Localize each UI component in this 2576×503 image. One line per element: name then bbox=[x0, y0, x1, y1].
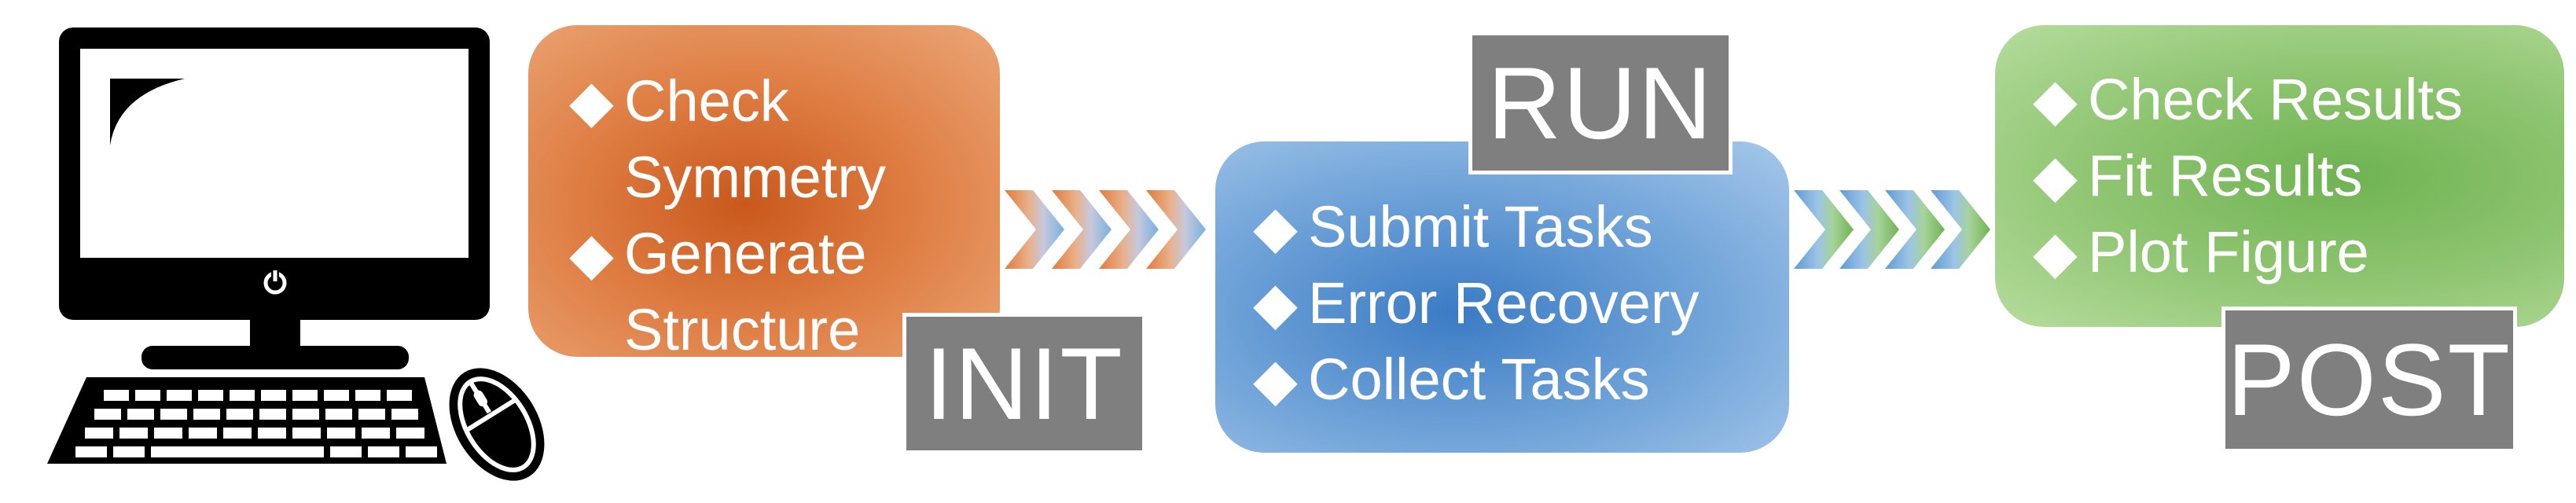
power-icon bbox=[263, 269, 287, 295]
stage-item-text: Check bbox=[624, 68, 789, 134]
stage-item: ◆ Fit Results bbox=[2033, 138, 2463, 214]
diamond-bullet-icon: ◆ bbox=[1253, 270, 1298, 336]
stage-box-run: ◆ Submit Tasks ◆ Error Recovery ◆ Collec… bbox=[1215, 141, 1789, 453]
mouse-icon bbox=[449, 368, 545, 481]
chevron-arrows-icon bbox=[1794, 190, 1990, 269]
stage-item: Symmetry bbox=[569, 139, 886, 215]
stage-item: ◆ Collect Tasks bbox=[1253, 341, 1700, 417]
stage-item: ◆ Plot Figure bbox=[2033, 214, 2463, 290]
stage-items-run: ◆ Submit Tasks ◆ Error Recovery ◆ Collec… bbox=[1253, 189, 1700, 417]
diamond-bullet-icon: ◆ bbox=[569, 221, 614, 286]
stage-item: ◆ Check Results bbox=[2033, 61, 2463, 138]
keyboard-icon bbox=[47, 377, 446, 464]
stage-item-text: Error Recovery bbox=[1308, 270, 1700, 336]
stage-item: ◆ Submit Tasks bbox=[1253, 189, 1700, 265]
stage-items-init: ◆ Check Symmetry ◆ Generate Structure bbox=[569, 63, 886, 368]
diamond-bullet-icon: ◆ bbox=[1253, 347, 1298, 412]
diamond-bullet-icon: ◆ bbox=[2033, 67, 2078, 132]
stage-item-text: Collect Tasks bbox=[1308, 347, 1650, 412]
desktop-computer-icon bbox=[47, 28, 545, 481]
monitor-base bbox=[141, 346, 409, 369]
stage-item-text: Check Results bbox=[2088, 67, 2464, 132]
screen-glare bbox=[110, 79, 185, 145]
stage-item: ◆ Error Recovery bbox=[1253, 265, 1700, 341]
diamond-bullet-icon: ◆ bbox=[1253, 194, 1298, 259]
stage-label-run: RUN bbox=[1468, 31, 1733, 174]
stage-label-post: POST bbox=[2221, 307, 2517, 453]
stage-item: Structure bbox=[569, 292, 886, 368]
stage-item-text: Generate bbox=[624, 221, 867, 286]
diamond-bullet-icon: ◆ bbox=[569, 68, 614, 134]
stage-box-init: ◆ Check Symmetry ◆ Generate Structure bbox=[528, 25, 1000, 362]
diamond-bullet-icon: ◆ bbox=[2033, 219, 2078, 285]
diamond-bullet-icon: ◆ bbox=[2033, 143, 2078, 208]
stage-item-text: Symmetry bbox=[624, 145, 886, 210]
stage-item: ◆ Generate bbox=[569, 215, 886, 292]
stage-item-text: Submit Tasks bbox=[1308, 194, 1653, 259]
stage-item-text: Fit Results bbox=[2088, 143, 2363, 208]
stage-items-post: ◆ Check Results ◆ Fit Results ◆ Plot Fig… bbox=[2033, 61, 2463, 290]
stage-box-post: ◆ Check Results ◆ Fit Results ◆ Plot Fig… bbox=[1995, 25, 2564, 327]
stage-label-init: INIT bbox=[902, 313, 1146, 454]
stage-item-text: Plot Figure bbox=[2088, 219, 2369, 285]
stage-item: ◆ Check bbox=[569, 63, 886, 139]
chevron-arrows-icon bbox=[1005, 190, 1206, 269]
stage-item-text: Structure bbox=[624, 297, 861, 362]
